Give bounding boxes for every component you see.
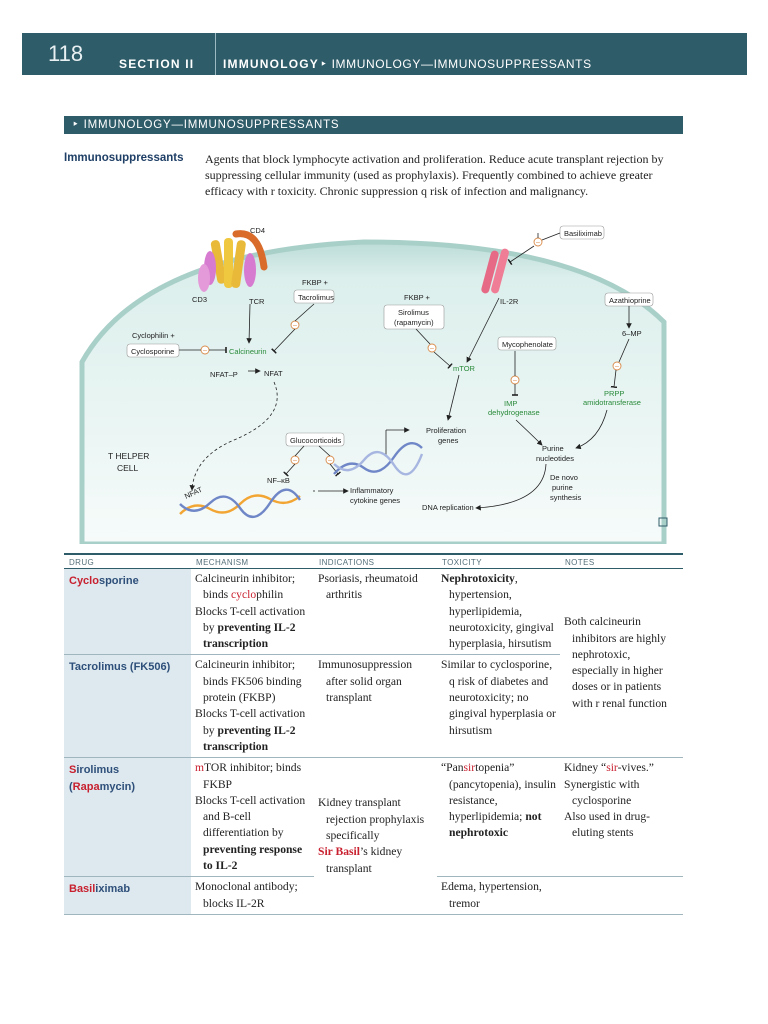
- imp-dh-label: dehydrogenase: [488, 408, 540, 417]
- drug-mnemonic: Cyclo: [69, 575, 99, 587]
- col-drug: DRUG: [64, 553, 191, 569]
- col-mechanism: MECHANISM: [191, 553, 314, 569]
- mech-line: Blocks T-cell activation by preventing I…: [195, 604, 306, 651]
- inhibit-aza: –: [615, 364, 619, 371]
- drug-basiliximab: Basiliximab: [64, 876, 191, 915]
- tcr-label: TCR: [249, 297, 265, 306]
- il2r-label: IL-2R: [500, 297, 519, 306]
- t-helper-label-2: CELL: [117, 463, 139, 473]
- dna-helix-icon: [179, 441, 424, 518]
- note-calcineurin: Both calcineurin inhibitors are highly n…: [560, 568, 683, 759]
- mech-cyclosporine: Calcineurin inhibitor; binds cyclophilin…: [191, 568, 314, 656]
- glucocorticoids-box: Glucocorticoids: [290, 436, 342, 445]
- t-helper-label-1: T HELPER: [108, 451, 149, 461]
- col-toxicity: TOXICITY: [437, 553, 560, 569]
- six-mp-label: 6–MP: [622, 329, 642, 338]
- col-notes: NOTES: [560, 553, 683, 569]
- mtor-label: mTOR: [453, 364, 476, 373]
- table-row-cyclosporine: Cyclosporine Calcineurin inhibitor; bind…: [64, 568, 683, 759]
- col-indications: INDICATIONS: [314, 553, 437, 569]
- tox-sirolimus: “Pansirtopenia” (pancytopenia), insulin …: [437, 757, 560, 878]
- mycophenolate-box: Mycophenolate: [502, 340, 553, 349]
- page-number: 118: [48, 41, 84, 66]
- immunosuppressants-table: DRUG MECHANISM INDICATIONS TOXICITY NOTE…: [64, 553, 683, 915]
- ind-tacrolimus: Immunosuppression after solid organ tran…: [314, 654, 437, 759]
- immunosuppressant-pathway-diagram: CD4 CD3 TCR FKBP + Cyclophilin + NFAT–P …: [64, 212, 684, 547]
- fkbp-tacrolimus-label: FKBP +: [302, 278, 329, 287]
- tox-basiliximab: Edema, hypertension, tremor: [437, 876, 560, 915]
- breadcrumb-text: IMMUNOLOGY—IMMUNOSUPPRESSANTS: [331, 57, 592, 71]
- imp-label: IMP: [504, 399, 517, 408]
- ind-sirolimus-basiliximab: Kidney transplant rejection prophylaxis …: [314, 757, 437, 915]
- proliferation-label-2: genes: [438, 436, 459, 445]
- purine-label-2: nucleotides: [536, 454, 574, 463]
- note-basiliximab: [560, 876, 683, 915]
- section-title: IMMUNOLOGY—IMMUNOSUPPRESSANTS: [83, 119, 340, 131]
- header-divider: [215, 33, 216, 75]
- drug-tacrolimus: Tacrolimus (FK506): [64, 654, 191, 759]
- calcineurin-label: Calcineurin: [229, 347, 267, 356]
- prpp-label: PRPP: [604, 389, 624, 398]
- sirolimus-box: Sirolimus: [398, 308, 429, 317]
- inflammatory-label-1: Inflammatory: [350, 486, 394, 495]
- section-title-bar: ‣ IMMUNOLOGY—IMMUNOSUPPRESSANTS: [64, 116, 683, 134]
- inhibit-myc: –: [513, 378, 517, 385]
- mech-basiliximab: Monoclonal antibody; blocks IL-2R: [191, 876, 314, 915]
- denovo-label-3: synthesis: [550, 493, 582, 502]
- denovo-label-2: purine: [552, 483, 573, 492]
- cd3-label: CD3: [192, 295, 207, 304]
- page-header: 118 SECTION II IMMUNOLOGY ‣ IMMUNOLOGY—I…: [22, 33, 747, 75]
- table-row-tacrolimus: Tacrolimus (FK506) Calcineurin inhibitor…: [64, 654, 683, 759]
- table-header-row: DRUG MECHANISM INDICATIONS TOXICITY NOTE…: [64, 553, 683, 569]
- breadcrumb: ‣ IMMUNOLOGY—IMMUNOSUPPRESSANTS: [320, 57, 592, 71]
- cyclosporine-box: Cyclosporine: [131, 347, 174, 356]
- section-label: SECTION II: [119, 57, 195, 71]
- nfat-label: NFAT: [264, 369, 283, 378]
- inhibit-gc-1: –: [293, 458, 297, 465]
- il2-receptor-icon: [481, 248, 509, 294]
- denovo-label-1: De novo: [550, 473, 578, 482]
- basiliximab-box: Basiliximab: [564, 229, 602, 238]
- nfat-p-label: NFAT–P: [210, 370, 238, 379]
- inhibit-bas: –: [536, 240, 540, 247]
- drug-sirolimus: Sirolimus (Rapamycin): [64, 757, 191, 878]
- inhibit-sir: –: [430, 346, 434, 353]
- inhibit-tac: –: [293, 323, 297, 330]
- azathioprine-box: Azathioprine: [609, 296, 651, 305]
- table-row-basiliximab: Basiliximab Monoclonal antibody; blocks …: [64, 876, 683, 915]
- drug-rest: sporine: [98, 575, 139, 587]
- proliferation-label-1: Proliferation: [426, 426, 466, 435]
- note-sirolimus: Kidney “sir-vives.” Synergistic with cyc…: [560, 757, 683, 878]
- intro-line-2: suppressing cellular immunity (used as p…: [205, 168, 653, 182]
- dna-replication-label: DNA replication: [422, 503, 474, 512]
- mech-line: Calcineurin inhibitor; binds cyclophilin: [195, 572, 296, 602]
- intro-line-1: Agents that block lymphocyte activation …: [205, 152, 664, 166]
- table-row-sirolimus: Sirolimus (Rapamycin) mTOR inhibitor; bi…: [64, 757, 683, 915]
- drug-cyclosporine: Cyclosporine: [64, 568, 191, 656]
- mech-sirolimus: mTOR inhibitor; binds FKBP Blocks T-cell…: [191, 757, 314, 878]
- cyclophilin-label: Cyclophilin +: [132, 331, 175, 340]
- inhibit-gc-2: –: [328, 458, 332, 465]
- ind-cyclosporine: Psoriasis, rheumatoid arthritis: [314, 568, 437, 656]
- t-helper-cell-membrane: [79, 239, 667, 547]
- prpp-amido-label: amidotransferase: [583, 398, 641, 407]
- tacrolimus-box: Tacrolimus: [298, 293, 334, 302]
- intro-definition: Agents that block lymphocyte activation …: [205, 151, 665, 199]
- pathway-svg: CD4 CD3 TCR FKBP + Cyclophilin + NFAT–P …: [79, 225, 668, 547]
- inflammatory-label-2: cytokine genes: [350, 496, 400, 505]
- nfkb-label: NF–κB: [267, 476, 290, 485]
- subject-label: IMMUNOLOGY: [223, 57, 319, 71]
- intro-line-3: efficacy with r toxicity. Chronic suppre…: [205, 184, 589, 198]
- tox-tacrolimus: Similar to cyclosporine, q risk of diabe…: [437, 654, 560, 759]
- mech-tacrolimus: Calcineurin inhibitor; binds FK506 bindi…: [191, 654, 314, 759]
- purine-label-1: Purine: [542, 444, 564, 453]
- rapamycin-box: (rapamycin): [394, 318, 434, 327]
- tcr-complex-icon: [198, 230, 268, 292]
- cd4-label: CD4: [250, 226, 265, 235]
- intro-term: Immunosuppressants: [64, 152, 184, 164]
- inhibit-cyc: –: [203, 348, 207, 355]
- corner-icon: [658, 517, 668, 527]
- tox-cyclosporine: Nephrotoxicity, hypertension, hyperlipid…: [437, 568, 560, 656]
- fkbp-sirolimus-label: FKBP +: [404, 293, 431, 302]
